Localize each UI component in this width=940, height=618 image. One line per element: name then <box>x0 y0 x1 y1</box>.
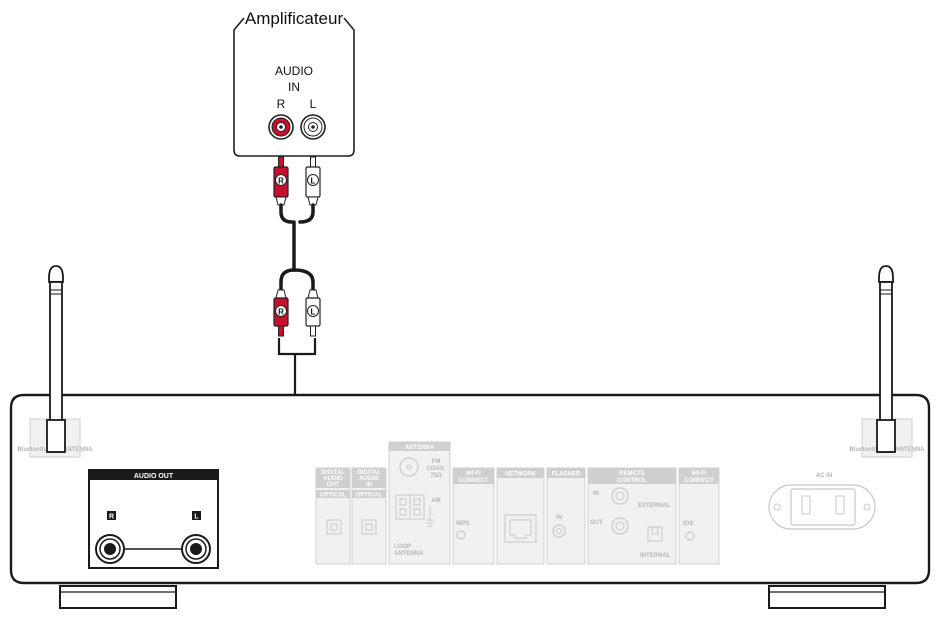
antenna-am: AM <box>431 498 440 504</box>
ac-in-title: AC IN <box>816 473 832 479</box>
audio-out-title: AUDIO OUT <box>134 473 174 480</box>
wifi-connect-1-sub: WPS <box>456 521 470 527</box>
mid-rca-plug-l: L <box>305 289 321 337</box>
wifi-connect-panel-2: WI-FI CONNECT IOS <box>678 467 720 565</box>
audio-out-jack-l <box>181 534 211 564</box>
remote-control-panel: REMOTE CONTROL IN OUT EXTERNAL INTERNAL <box>587 467 677 565</box>
antenna-loop-2: ANTENNA <box>394 551 424 557</box>
antenna-fm-3: 75Ω <box>430 473 442 479</box>
digital-audio-out-title-3: OUT <box>327 482 340 488</box>
amp-label-r: R <box>277 97 286 111</box>
flasher-title: FLASHER <box>552 472 581 478</box>
audio-out-label-r: R <box>109 514 114 521</box>
top-rca-plug-r: R <box>273 156 289 206</box>
antenna-loop-1: LOOP <box>394 544 411 550</box>
antenna-panel-title: ANTENNA <box>405 445 435 451</box>
wifi-connect-1-title-1: WI-FI <box>466 471 481 477</box>
network-title: NETWORK <box>505 472 537 478</box>
wifi-connect-2-title-1: WI-FI <box>692 471 707 477</box>
remote-control-title-2: CONTROL <box>617 478 647 484</box>
remote-internal-label: INTERNAL <box>640 553 671 559</box>
remote-out-label: OUT <box>590 520 603 526</box>
left-foot <box>59 585 177 609</box>
flasher-panel: FLASHER IN <box>546 467 586 565</box>
right-foot <box>768 585 886 609</box>
digital-audio-out-title-1: DIGITAL <box>321 470 345 476</box>
top-plug-r-label: R <box>278 177 284 186</box>
amp-rca-jack-r <box>268 114 294 140</box>
wifi-connect-panel-1: WI-FI CONNECT WPS <box>452 467 495 565</box>
network-panel: NETWORK <box>496 467 545 565</box>
rca-cable <box>279 203 315 292</box>
digital-audio-out-sub: OPTICAL <box>320 493 347 499</box>
amplifier-box: Amplificateur AUDIO IN R L <box>233 9 355 157</box>
wifi-connect-2-sub: IOS <box>683 521 693 527</box>
digital-audio-in-title-3: IN <box>366 482 372 488</box>
top-plug-l-label: L <box>311 177 316 186</box>
digital-audio-in-sub: OPTICAL <box>356 493 383 499</box>
wifi-connect-1-title-2: CONNECT <box>459 478 489 484</box>
audio-in-label-line2: IN <box>288 80 300 94</box>
mid-plug-r-label: R <box>278 308 284 317</box>
digital-audio-in-title-2: AUDIO <box>359 476 379 482</box>
digital-audio-in-panel: DIGITAL AUDIO IN OPTICAL <box>351 467 387 565</box>
amp-label-l: L <box>310 97 317 111</box>
audio-out-label-l: L <box>194 514 199 521</box>
digital-audio-in-title-1: DIGITAL <box>357 470 381 476</box>
ac-in-panel: AC IN <box>768 473 876 530</box>
remote-in-label: IN <box>593 491 599 497</box>
audio-out-jack-r <box>95 534 125 564</box>
antenna-panel: ANTENNA FM COAX. 75Ω AM LOOP ANTENNA <box>388 441 451 565</box>
mid-rca-plug-r: R <box>273 289 289 337</box>
remote-external-label: EXTERNAL <box>638 503 671 509</box>
left-antenna: Bluetooth/Wi-Fi ANTENNA <box>17 265 93 458</box>
wifi-connect-2-title-2: CONNECT <box>684 478 714 484</box>
digital-audio-out-panel: DIGITAL AUDIO OUT OPTICAL <box>315 467 351 565</box>
right-antenna: Bluetooth/Wi-Fi ANTENNA <box>849 265 925 458</box>
amp-rca-jack-l <box>300 114 326 140</box>
flasher-sub: IN <box>556 515 562 521</box>
top-rca-plug-l: L <box>305 156 321 206</box>
remote-control-title-1: REMOTE <box>619 471 645 477</box>
audio-out-panel: AUDIO OUT R L <box>88 469 219 569</box>
amplifier-title: Amplificateur <box>245 9 344 28</box>
mid-plug-l-label: L <box>311 308 316 317</box>
audio-in-label-line1: AUDIO <box>275 64 313 78</box>
digital-audio-out-title-2: AUDIO <box>323 476 343 482</box>
antenna-fm-2: COAX. <box>426 466 445 472</box>
antenna-fm-1: FM <box>432 459 441 465</box>
